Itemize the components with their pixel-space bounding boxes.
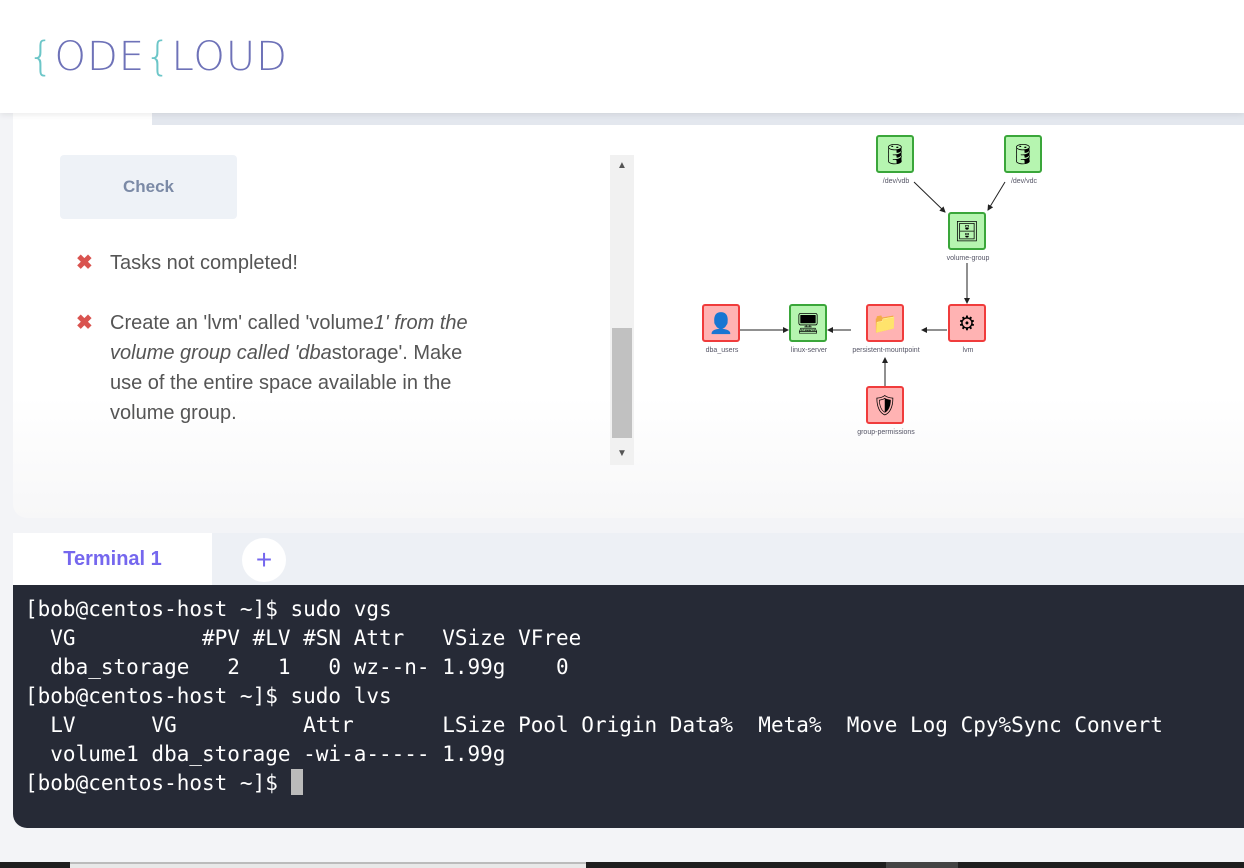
check-button[interactable]: Check bbox=[60, 155, 237, 219]
cursor bbox=[290, 769, 303, 795]
header: {ODE{LOUD bbox=[0, 0, 1244, 113]
task-message: ✖ Create an 'lvm' called 'volume1' from … bbox=[76, 308, 556, 428]
node-label: /dev/vdb bbox=[882, 178, 910, 185]
node-label: volume-group bbox=[946, 255, 990, 262]
tab-strip bbox=[152, 113, 1244, 125]
fail-icon: ✖ bbox=[76, 252, 93, 274]
user-icon: 👤 bbox=[702, 304, 740, 342]
volume-group-icon: 🗄 bbox=[948, 212, 986, 250]
folder-check-icon: 📁 bbox=[866, 304, 904, 342]
node-label: linux-server bbox=[790, 347, 828, 354]
disk-icon: 🛢 bbox=[1004, 135, 1042, 173]
terminal-tabs: Terminal 1 + bbox=[13, 533, 1244, 585]
shield-icon: 🛡 bbox=[866, 386, 904, 424]
node-label: /dev/vdc bbox=[1010, 178, 1038, 185]
taskbar-strip bbox=[0, 862, 1244, 868]
node-label: persistent-mountpoint bbox=[852, 347, 920, 354]
kodekloud-logo[interactable]: {ODE{LOUD bbox=[28, 34, 288, 80]
terminal[interactable]: [bob@centos-host ~]$ sudo vgs VG #PV #LV… bbox=[13, 585, 1244, 828]
scroll-down-icon[interactable]: ▼ bbox=[617, 448, 627, 459]
task-text: Create an 'lvm' called 'volume1' from th… bbox=[110, 312, 468, 424]
disk-icon: 🛢 bbox=[876, 135, 914, 173]
scroll-up-icon[interactable]: ▲ bbox=[617, 160, 627, 171]
node-label: dba_users bbox=[705, 347, 739, 354]
lvm-icon: ⚙ bbox=[948, 304, 986, 342]
status-message: ✖ Tasks not completed! bbox=[76, 248, 298, 278]
diagram-arrows bbox=[740, 181, 1006, 386]
node-label: lvm bbox=[962, 347, 974, 354]
tab-terminal-1[interactable]: Terminal 1 bbox=[13, 533, 212, 585]
linux-server-icon: 🖥 bbox=[789, 304, 827, 342]
fail-icon: ✖ bbox=[76, 312, 93, 334]
node-label: group-permissions bbox=[857, 429, 915, 436]
scrollbar[interactable]: ▲ ▼ bbox=[610, 155, 634, 465]
scroll-thumb[interactable] bbox=[612, 328, 632, 438]
add-terminal-button[interactable]: + bbox=[242, 538, 286, 582]
